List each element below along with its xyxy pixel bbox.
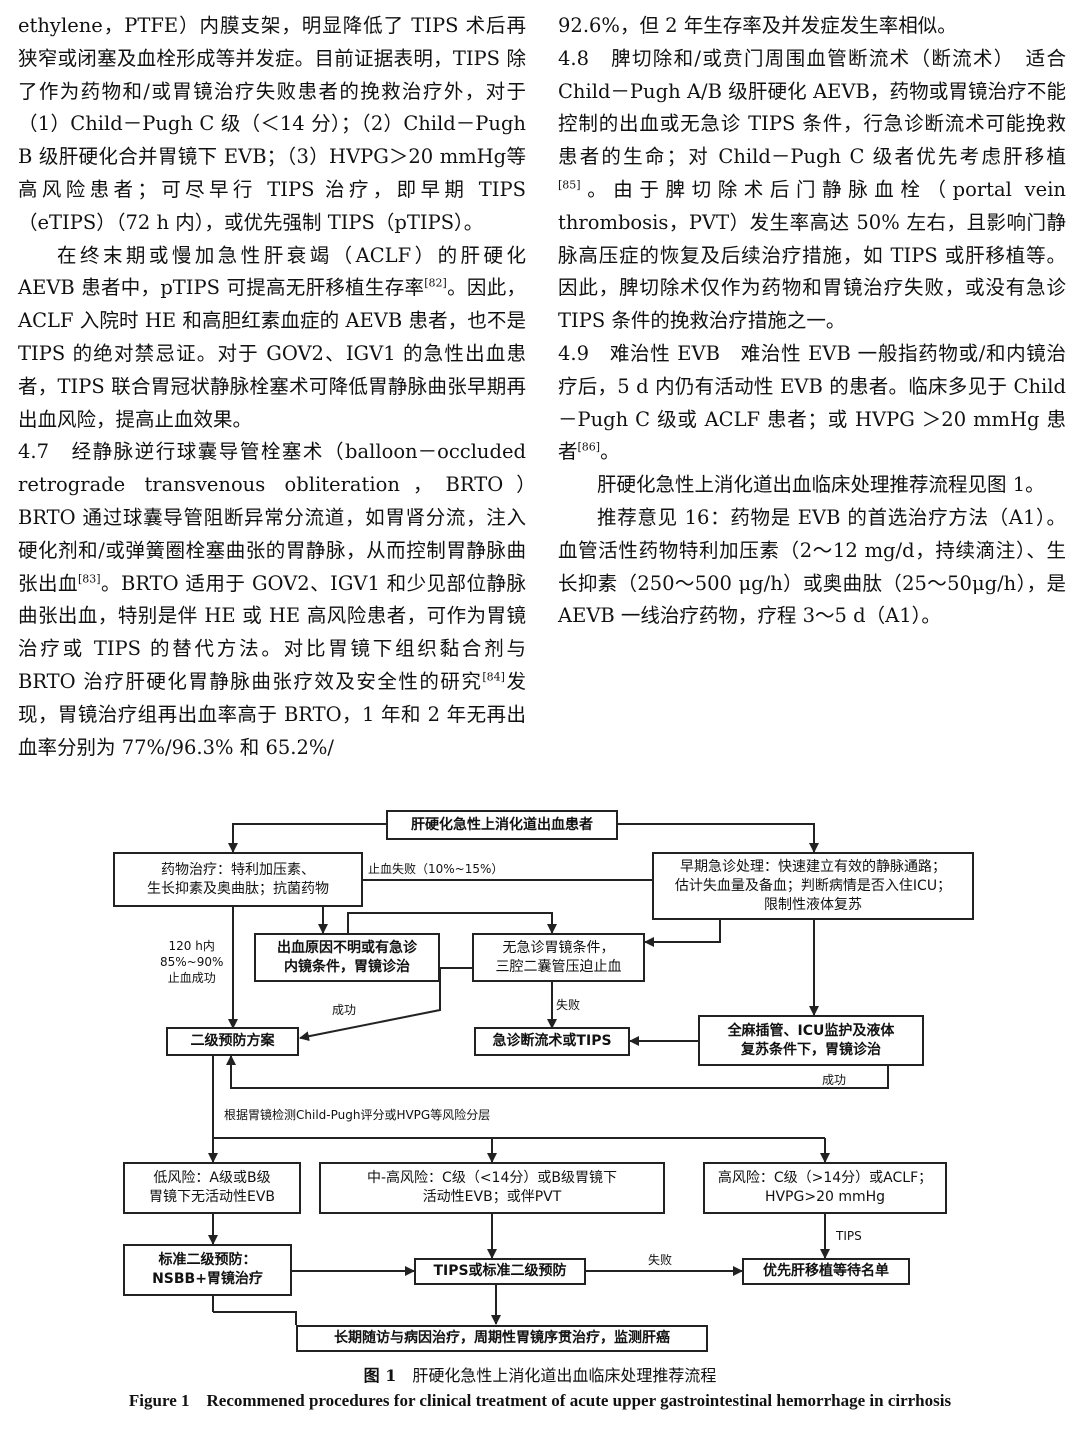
flow-start-box: 肝硬化急性上消化道出血患者 — [386, 810, 618, 840]
label-120h-success: 120 h内 85%~90% 止血成功 — [160, 939, 224, 985]
flow-long-term-box: 长期随访与病因治疗，周期性胃镜序贯治疗，监测肝癌 — [296, 1325, 708, 1352]
section-4-7: 4.7 经静脉逆行球囊导管栓塞术（balloon－occluded retrog… — [18, 440, 546, 759]
paragraph: 在终末期或慢加急性肝衰竭（ACLF）的肝硬化 AEVB 患者中，pTIPS 可提… — [18, 243, 526, 431]
flow-secondary-prevention-box: 二级预防方案 — [166, 1027, 299, 1056]
flow-early-emergency-box: 早期急诊处理：快速建立有效的静脉通路； 估计失血量及备血；判断病情是否入住ICU… — [652, 852, 974, 920]
citation: [85] — [558, 178, 581, 192]
flow-liver-transplant-box: 优先肝移植等待名单 — [742, 1258, 910, 1285]
flow-high-risk-box: 高风险：C级（>14分）或ACLF； HVPG>20 mmHg — [703, 1162, 947, 1214]
recommendation-16: 推荐意见 16：药物是 EVB 的首选治疗方法（A1）。血管活性药物特利加压素（… — [558, 505, 1066, 628]
paragraph: 肝硬化急性上消化道出血临床处理推荐流程见图 1。 — [597, 473, 1045, 497]
flow-emergency-surgery-box: 急诊断流术或TIPS — [474, 1027, 630, 1056]
paragraph: 92.6%，但 2 年生存率及并发症发生率相似。 — [558, 14, 957, 37]
flow-general-anesthesia-box: 全麻插管、ICU监护及液体 复苏条件下，胃镜诊治 — [698, 1015, 924, 1066]
label-success-2: 成功 — [822, 1073, 847, 1087]
flow-mid-high-risk-box: 中-高风险：C级（<14分）或B级胃镜下 活动性EVB；或伴PVT — [319, 1162, 665, 1214]
label-fail-2: 失败 — [648, 1253, 673, 1267]
label-stratify: 根据胃镜检测Child-Pugh评分或HVPG等风险分层 — [224, 1108, 491, 1122]
citation: [86] — [577, 440, 601, 454]
flow-drug-therapy-box: 药物治疗：特利加压素、 生长抑素及奥曲肽；抗菌药物 — [113, 852, 363, 907]
citation: [83] — [77, 572, 101, 586]
flow-low-risk-box: 低风险：A级或B级 胃镜下无活动性EVB — [123, 1162, 301, 1214]
flowchart-figure: 肝硬化急性上消化道出血患者 药物治疗：特利加压素、 生长抑素及奥曲肽；抗菌药物 … — [0, 800, 1080, 1355]
flow-tips-or-standard-box: TIPS或标准二级预防 — [414, 1258, 586, 1285]
figure-caption-english: Figure 1 Recommened procedures for clini… — [128, 1391, 952, 1410]
left-text-column: ethylene，PTFE）内膜支架，明显降低了 TIPS 术后再狭窄或闭塞及血… — [18, 10, 546, 764]
paragraph: ethylene，PTFE）内膜支架，明显降低了 TIPS 术后再狭窄或闭塞及血… — [18, 14, 526, 234]
label-fail-1: 失败 — [556, 998, 581, 1012]
flow-no-endoscopy-box: 无急诊胃镜条件， 三腔二囊管压迫止血 — [472, 933, 645, 982]
citation: [82] — [424, 276, 447, 290]
flowchart-connectors — [208, 823, 889, 1325]
flow-standard-prevention-box: 标准二级预防： NSBB+胃镜治疗 — [123, 1244, 292, 1296]
right-text-column: 92.6%，但 2 年生存率及并发症发生率相似。 4.8 脾切除和/或贲门周围血… — [558, 10, 1066, 633]
figure-caption-chinese: 图 1 肝硬化急性上消化道出血临床处理推荐流程 — [363, 1366, 717, 1385]
label-fail-rate: 止血失败（10%~15%） — [368, 862, 504, 876]
label-success-1: 成功 — [332, 1003, 357, 1017]
citation: [84] — [482, 670, 505, 684]
section-4-8: 4.8 脾切除和/或贲门周围血管断流术（断流术） 适合 Child－Pugh A… — [558, 46, 1066, 333]
flow-unknown-cause-box: 出血原因不明或有急诊 内镜条件，胃镜诊治 — [254, 933, 440, 982]
label-tips: TIPS — [836, 1229, 862, 1243]
section-4-9: 4.9 难治性 EVB 难治性 EVB 一般指药物或/和内镜治疗后，5 d 内仍… — [558, 341, 1066, 464]
